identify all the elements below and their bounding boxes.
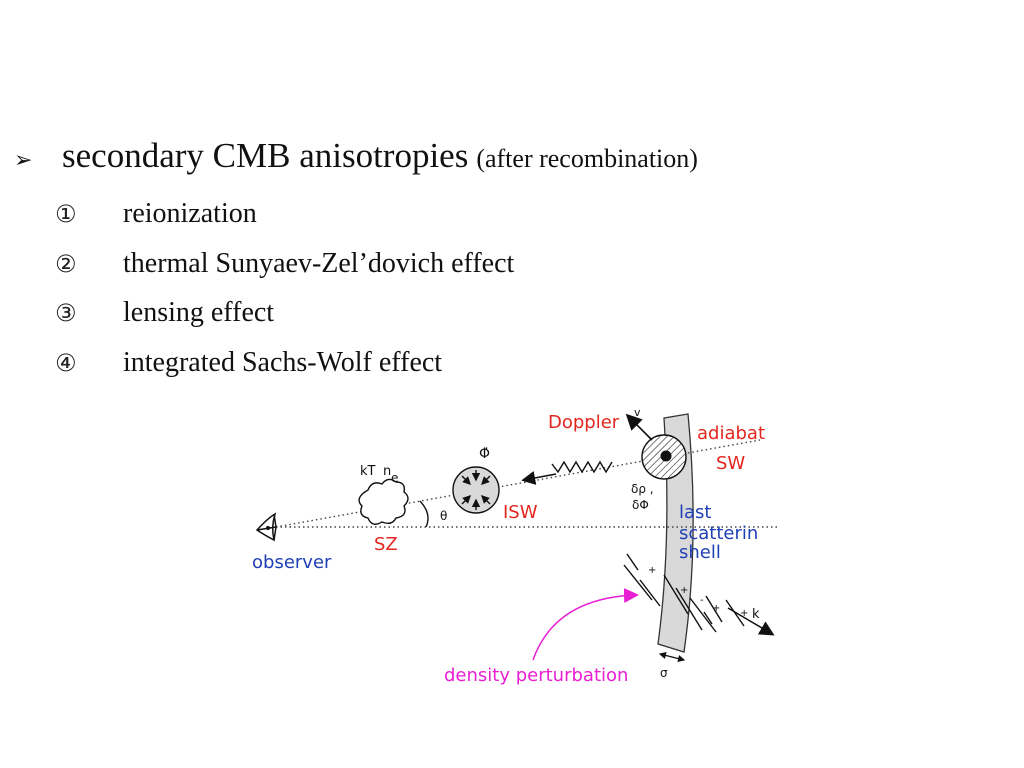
item-label: reionization: [123, 198, 257, 229]
effects-list: ① reionization ② thermal Sunyaev-Zel’dov…: [55, 198, 514, 396]
item-label: lensing effect: [123, 297, 275, 328]
scattering-label: scatterin: [679, 523, 758, 544]
observer-label: observer: [252, 552, 332, 573]
scattering-sphere-icon: [641, 434, 687, 480]
velocity-arrow: [625, 413, 653, 441]
photon-wave: [551, 460, 613, 474]
wavevector-arrow: [727, 607, 775, 636]
phi-dot-label: Φ̇: [479, 446, 490, 462]
density-perturbation-waves: [623, 553, 745, 633]
item-number: ③: [55, 299, 77, 327]
item-number: ④: [55, 348, 77, 377]
svg-text:-: -: [700, 595, 704, 606]
velocity-label: v: [634, 406, 641, 419]
density-perturbation-label: density perturbation: [444, 665, 628, 686]
cmb-secondary-anisotropy-diagram: + + - + + Doppler v adiabat SW Φ̇ kT n e…: [252, 406, 778, 686]
svg-text:+: +: [680, 585, 688, 596]
item-label: integrated Sachs-Wolf effect: [123, 346, 443, 378]
item-label: thermal Sunyaev-Zel’dovich effect: [123, 247, 515, 279]
photon-arrow: [521, 471, 557, 485]
last-label: last: [679, 502, 711, 523]
theta-label: θ: [440, 509, 447, 523]
e-subscript-label: e: [391, 471, 398, 485]
delta-phi-label: δΦ: [632, 498, 649, 512]
wavevector-k-label: k: [752, 607, 760, 622]
arrow-bullet-icon: ➢: [14, 148, 33, 173]
svg-text:+: +: [648, 565, 656, 576]
delta-rho-label: δρ ,: [631, 482, 654, 496]
item-number: ①: [55, 200, 77, 228]
slide-title: secondary CMB anisotropies: [62, 136, 469, 175]
list-item: ② thermal Sunyaev-Zel’dovich effect: [55, 248, 514, 298]
sigma-width-arrow: [658, 651, 686, 663]
list-item: ③ lensing effect: [55, 297, 514, 347]
doppler-label: Doppler: [548, 412, 620, 433]
observer-eye-icon: [255, 512, 277, 542]
sw-label: SW: [716, 453, 745, 474]
item-number: ②: [55, 249, 77, 278]
adiabatic-label: adiabat: [697, 423, 765, 444]
angle-theta-arc: [419, 500, 429, 528]
kt-label: kT: [360, 464, 376, 479]
svg-text:+: +: [740, 608, 748, 619]
perturbation-signs: + + - + +: [648, 565, 748, 619]
potential-well-icon: [452, 466, 500, 514]
bullet-heading: ➢ secondary CMB anisotropies (after reco…: [14, 136, 698, 176]
sigma-label: σ: [660, 666, 668, 680]
svg-text:+: +: [712, 603, 720, 614]
sz-label: SZ: [374, 534, 398, 555]
electron-cloud-icon: [358, 478, 409, 525]
shell-label: shell: [679, 542, 721, 563]
list-item: ① reionization: [55, 198, 514, 248]
list-item: ④ integrated Sachs-Wolf effect: [55, 347, 514, 397]
isw-label: ISW: [503, 502, 538, 523]
slide-subtitle: (after recombination): [476, 144, 698, 173]
n-label: n: [383, 464, 391, 479]
density-pointer-arrow: [532, 587, 639, 661]
